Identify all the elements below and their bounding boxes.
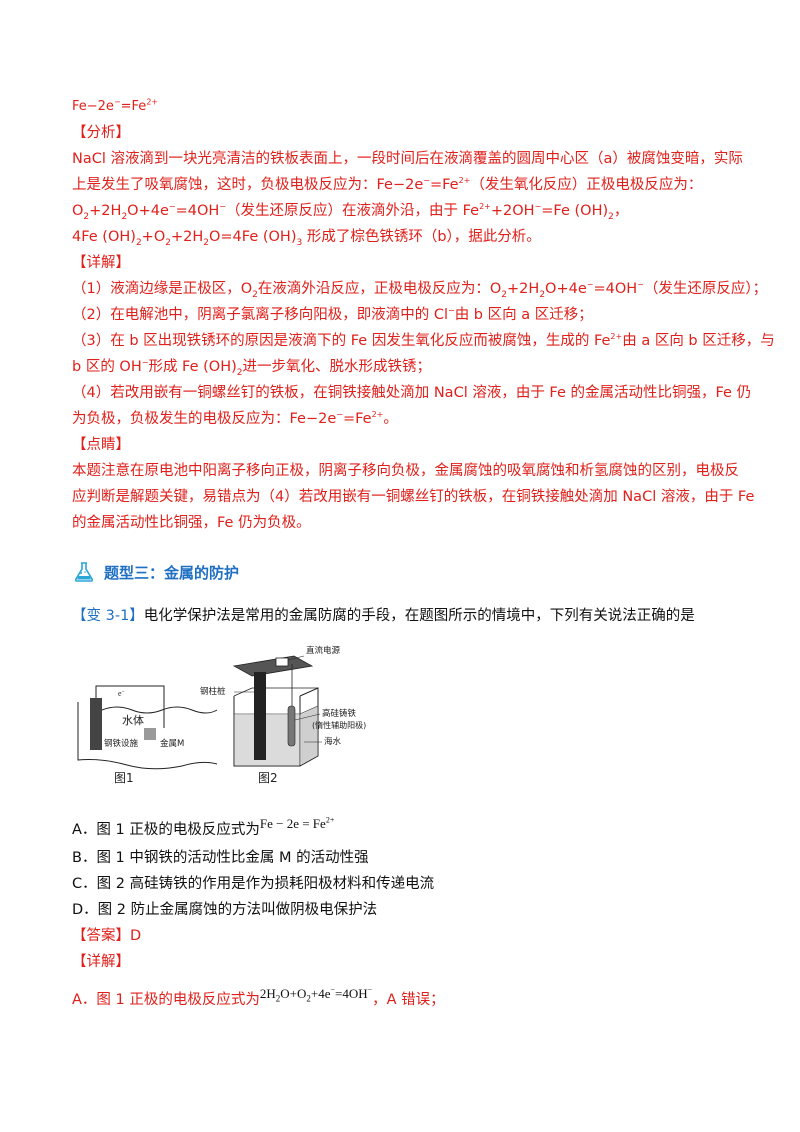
detail-point-3a: （3）在 b 区出现铁锈环的原因是液滴下的 Fe 因发生氧化反应而被腐蚀，生成的… [72, 332, 775, 349]
analysis-line-3: O2+2H2O+4e−=4OH−（发生还原反应）在液滴外沿，由于 Fe2++2O… [72, 202, 629, 222]
option-a-formula: Fe − 2e = Fe2+ [259, 815, 335, 831]
detail-point-2: （2）在电解池中，阴离子氯离子移向阳极，即液滴中的 Cl−由 b 区向 a 区迁… [72, 306, 593, 323]
question-tag: 【变 3-1】 [72, 608, 144, 624]
detail-point-1: （1）液滴边缘是正极区，O2在液滴外沿反应，正极电极反应为：O2+2H2O+4e… [72, 280, 768, 300]
fig2-pile-label: 钢柱桩 [200, 686, 226, 697]
analysis-heading: 【分析】 [72, 125, 130, 141]
section-header: 题型三：金属的防护 [72, 561, 239, 583]
option-a: A．图 1 正极的电极反应式为Fe − 2e = Fe2+ [72, 815, 335, 838]
question-text: 电化学保护法是常用的金属防腐的手段，在题图所示的情境中，下列有关说法正确的是 [143, 608, 695, 624]
flask-icon [74, 562, 94, 582]
detail-point-4a: （4）若改用嵌有一铜螺丝钉的铁板，在铜铁接触处滴加 NaCl 溶液，由于 Fe … [72, 385, 752, 401]
section-title: 题型三：金属的防护 [104, 563, 240, 582]
option-b: B．图 1 中钢铁的活动性比金属 M 的活动性强 [72, 850, 369, 866]
tip-line-3: 的金属活动性比铜强，Fe 仍为负极。 [72, 515, 311, 531]
fig2-anode-sublabel: (惰性辅助阳极) [312, 720, 366, 730]
fig1-caption: 图1 [114, 771, 134, 785]
fig1-metal-label: 金属M [160, 738, 184, 749]
fig2-caption: 图2 [258, 771, 278, 785]
fig1-electron: e [118, 689, 122, 698]
top-equation: Fe−2e−=Fe2+ [72, 97, 159, 114]
tip-line-2: 应判断是解题关键，易错点为（4）若改用嵌有一铜螺丝钉的铁板，在铜铁接触处滴加 N… [72, 489, 755, 505]
final-formula: 2H2O+O2+4e−=4OH− [259, 985, 373, 1004]
figure-1: e− 水体 钢铁设施 金属M 图1 [77, 685, 218, 785]
fig2-sea-label: 海水 [324, 736, 342, 747]
answer-detail-heading: 【详解】 [72, 954, 130, 970]
tip-heading: 【点睛】 [72, 437, 130, 453]
question: 【变 3-1】电化学保护法是常用的金属防腐的手段，在题图所示的情境中，下列有关说… [72, 606, 695, 626]
svg-text:e−: e− [118, 689, 126, 698]
analysis-line-1: NaCl 溶液滴到一块光亮清洁的铁板表面上，一段时间后在液滴覆盖的圆周中心区（a… [72, 151, 743, 167]
detail-point-3b: b 区的 OH−形成 Fe (OH)2进一步氧化、脱水形成铁锈； [72, 358, 432, 378]
analysis-line-2: 上是发生了吸氧腐蚀，这时，负极电极反应为：Fe−2e−=Fe2+（发生氧化反应）… [72, 176, 703, 193]
fig1-steel-label: 钢铁设施 [104, 738, 139, 749]
answer: 【答案】D [72, 928, 142, 944]
detail-point-4b: 为负极，负极发生的电极反应为：Fe−2e−=Fe2+。 [72, 410, 398, 427]
option-d: D．图 2 防止金属腐蚀的方法叫做阴极电保护法 [72, 902, 378, 918]
fig2-power-label: 直流电源 [306, 645, 341, 656]
analysis-line-4: 4Fe (OH)2+O2+2H2O=4Fe (OH)3 形成了棕色铁锈环（b），… [72, 229, 541, 248]
tip-line-1: 本题注意在原电池中阳离子移向正极，阴离子移向负极，金属腐蚀的吸氧腐蚀和析氢腐蚀的… [72, 463, 739, 479]
fig1-water-label: 水体 [122, 713, 144, 727]
fig2-anode-label: 高硅铸铁 [322, 708, 357, 719]
option-c: C．图 2 高硅铸铁的作用是作为损耗阳极材料和传递电流 [72, 876, 435, 892]
detail-heading: 【详解】 [72, 255, 130, 271]
figure-2: 直流电源 钢柱桩 高硅铸铁 (惰性辅助阳极) 海水 图2 [200, 645, 366, 785]
final-line: A．图 1 正极的电极反应式为2H2O+O2+4e−=4OH−，A 错误； [72, 985, 445, 1008]
